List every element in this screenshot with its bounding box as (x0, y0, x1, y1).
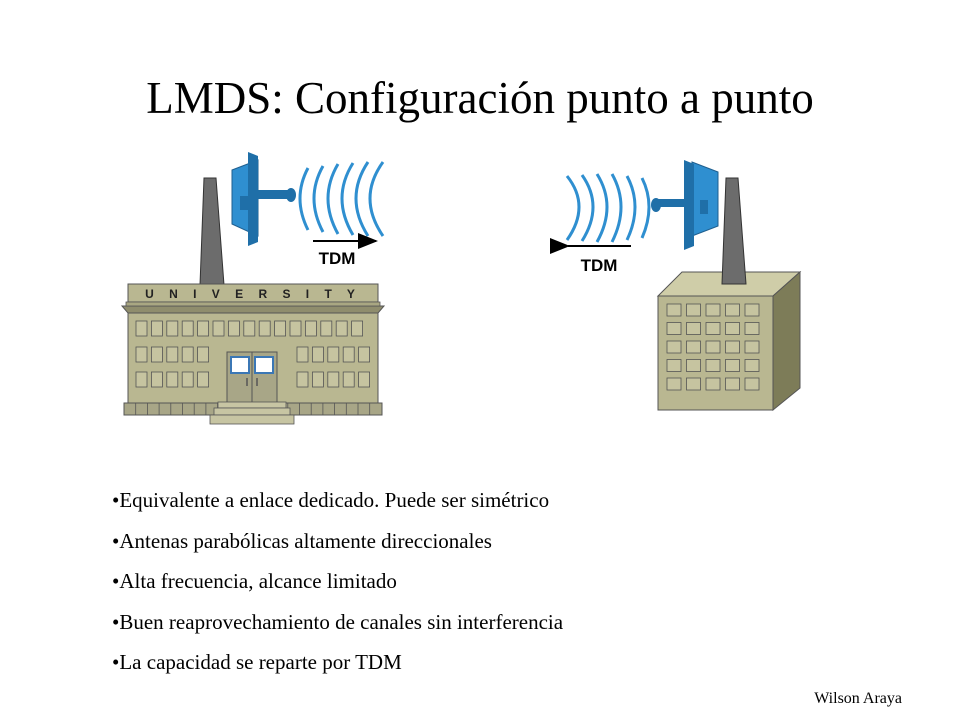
window (289, 320, 302, 337)
window (311, 371, 324, 388)
office-windows (666, 303, 760, 391)
left-radio-waves (298, 161, 385, 237)
window (705, 340, 721, 354)
window (744, 303, 760, 317)
left-mast (199, 177, 225, 286)
window (181, 320, 194, 337)
window (744, 322, 760, 335)
window (296, 371, 309, 388)
window (135, 371, 148, 388)
right-tdm-label: TDM (581, 256, 618, 275)
window (744, 359, 760, 372)
window (725, 377, 740, 391)
window (227, 320, 240, 337)
bullet-item: Equivalente a enlace dedicado. Puede ser… (112, 480, 563, 521)
slide-footer: Wilson Araya (814, 690, 902, 707)
window (744, 377, 760, 391)
university-building: U N I V E R S I T Y (120, 177, 386, 425)
window (150, 371, 163, 388)
window (351, 320, 364, 337)
office-building (656, 270, 802, 412)
window (197, 371, 210, 388)
window (686, 359, 701, 372)
window (166, 371, 179, 388)
bullet-item: Buen reaprovechamiento de canales sin in… (112, 602, 563, 643)
window (342, 346, 355, 363)
window (197, 320, 210, 337)
window (705, 359, 721, 372)
window (725, 340, 740, 354)
window (725, 359, 740, 372)
bullet-item: La capacidad se reparte por TDM (112, 642, 563, 683)
window (296, 346, 309, 363)
window (705, 322, 721, 335)
window (725, 303, 740, 317)
window (258, 320, 271, 337)
window (335, 320, 348, 337)
window (744, 340, 760, 354)
window (725, 322, 740, 335)
window (135, 320, 148, 337)
window (666, 377, 682, 391)
window (150, 346, 163, 363)
bullet-list: Equivalente a enlace dedicado. Puede ser… (112, 480, 563, 683)
window (166, 346, 179, 363)
window (197, 346, 210, 363)
university-windows (135, 320, 371, 388)
window (304, 320, 317, 337)
window (686, 377, 701, 391)
window (243, 320, 256, 337)
bullet-item: Alta frecuencia, alcance limitado (112, 561, 563, 602)
window (342, 371, 355, 388)
bullet-item: Antenas parabólicas altamente direcciona… (112, 521, 563, 562)
window (358, 371, 371, 388)
window (705, 377, 721, 391)
window (327, 346, 340, 363)
window (705, 303, 721, 317)
right-dish-antenna (651, 160, 719, 250)
window (666, 359, 682, 372)
window (686, 303, 701, 317)
window (166, 320, 179, 337)
window (181, 371, 194, 388)
window (135, 346, 148, 363)
window (358, 346, 371, 363)
window (311, 346, 324, 363)
window (327, 371, 340, 388)
window (181, 346, 194, 363)
window (150, 320, 163, 337)
window (274, 320, 287, 337)
right-mast (721, 177, 747, 285)
window (666, 340, 682, 354)
university-sign: U N I V E R S I T Y (145, 287, 361, 301)
window (666, 322, 682, 335)
window (212, 320, 225, 337)
window (686, 340, 701, 354)
left-dish-antenna (231, 152, 296, 246)
slide-title: LMDS: Configuración punto a punto (146, 73, 814, 123)
left-tdm-label: TDM (319, 249, 356, 268)
window (666, 303, 682, 317)
right-radio-waves (565, 173, 651, 243)
window (320, 320, 333, 337)
window (686, 322, 701, 335)
